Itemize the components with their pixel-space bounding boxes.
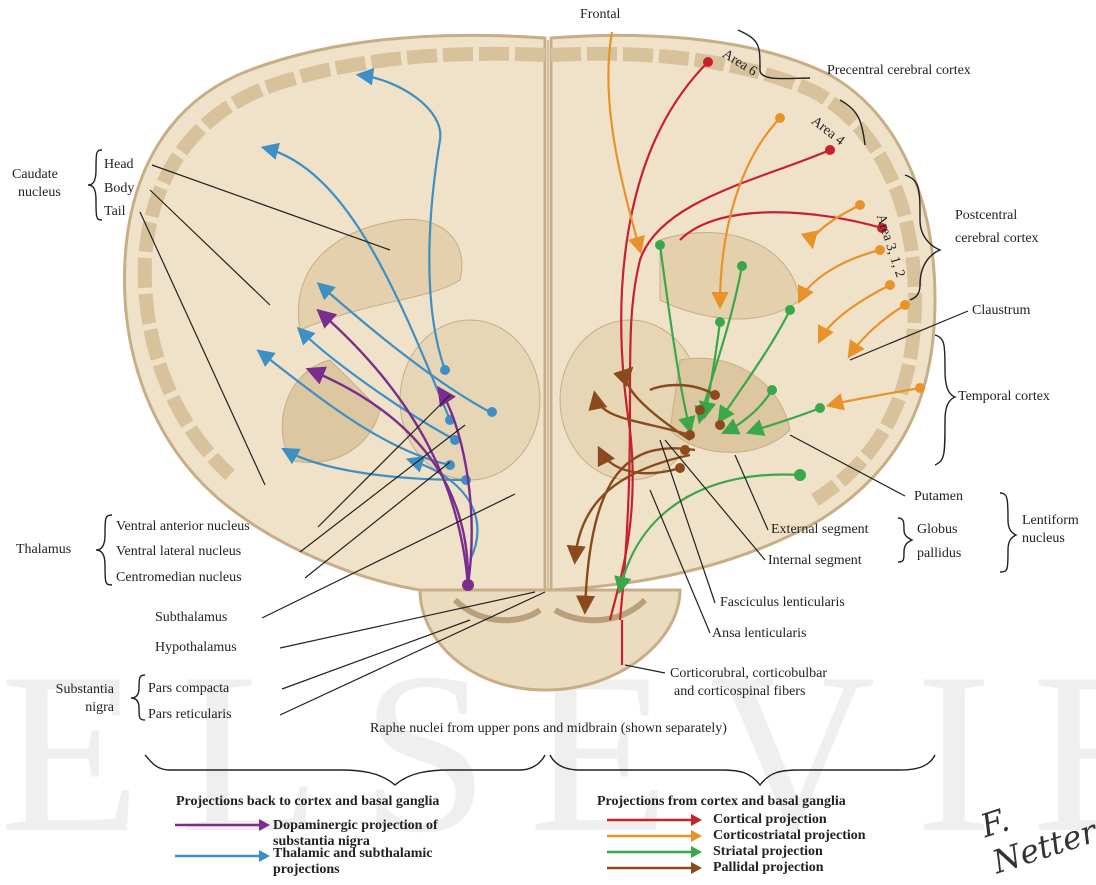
label-pars-reticularis: Pars reticularis — [148, 706, 232, 723]
label-claustrum: Claustrum — [972, 302, 1030, 319]
label-lentiform-2: nucleus — [1022, 530, 1065, 547]
legend-cortical: Cortical projection — [713, 812, 827, 828]
label-precentral-cortex: Precentral cerebral cortex — [827, 62, 971, 79]
label-raphe-nuclei: Raphe nuclei from upper pons and midbrai… — [370, 720, 727, 737]
label-centromedian: Centromedian nucleus — [116, 569, 242, 586]
label-corticorubral-2: and corticospinal fibers — [674, 683, 805, 700]
substantia-nigra-dot — [462, 579, 474, 591]
legend-pallidal: Pallidal projection — [713, 860, 824, 876]
legend-left-title: Projections back to cortex and basal gan… — [176, 794, 439, 810]
legend-arrow-cortical — [607, 813, 702, 827]
label-lentiform-1: Lentiform — [1022, 512, 1079, 529]
label-caudate-2: nucleus — [18, 184, 61, 201]
brain-section — [124, 35, 935, 690]
legend-dopaminergic-line1: Dopaminergic projection of — [273, 818, 438, 834]
legend-arrow-dopaminergic — [175, 818, 270, 832]
label-postcentral-1: Postcentral — [955, 207, 1017, 224]
label-pars-compacta: Pars compacta — [148, 680, 229, 697]
label-postcentral-2: cerebral cortex — [955, 230, 1039, 247]
label-body: Body — [104, 180, 134, 197]
label-caudate-1: Caudate — [12, 166, 58, 183]
label-hypothalamus: Hypothalamus — [155, 639, 237, 656]
legend-corticostriatal: Corticostriatal projection — [713, 828, 866, 844]
label-putamen: Putamen — [914, 488, 963, 505]
label-tail: Tail — [104, 203, 126, 220]
legend-arrow-pallidal — [607, 861, 702, 875]
legend-right-title: Projections from cortex and basal gangli… — [597, 794, 846, 810]
label-external-segment: External segment — [771, 521, 869, 538]
label-internal-segment: Internal segment — [768, 552, 862, 569]
label-fasciculus-lenticularis: Fasciculus lenticularis — [720, 594, 845, 611]
label-temporal-cortex: Temporal cortex — [958, 388, 1050, 405]
legend-thalamic-line2: projections — [273, 862, 340, 878]
label-globus: Globus — [917, 521, 957, 538]
label-head: Head — [104, 156, 134, 173]
label-ventral-anterior: Ventral anterior nucleus — [116, 518, 250, 535]
label-corticorubral-1: Corticorubral, corticobulbar — [670, 665, 827, 682]
label-subthalamus: Subthalamus — [155, 609, 227, 626]
legend-striatal: Striatal projection — [713, 844, 823, 860]
label-ansa-lenticularis: Ansa lenticularis — [712, 625, 806, 642]
label-ventral-lateral: Ventral lateral nucleus — [116, 543, 241, 560]
label-substantia-1: Substantia — [34, 681, 114, 698]
legend-arrow-corticostriatal — [607, 829, 702, 843]
label-thalamus: Thalamus — [16, 541, 71, 558]
legend-thalamic-line1: Thalamic and subthalamic — [273, 846, 432, 862]
label-frontal: Frontal — [580, 6, 620, 23]
legend-arrow-thalamic — [175, 849, 270, 863]
label-pallidus: pallidus — [917, 545, 961, 562]
label-substantia-2: nigra — [34, 699, 114, 716]
legend-arrow-striatal — [607, 845, 702, 859]
